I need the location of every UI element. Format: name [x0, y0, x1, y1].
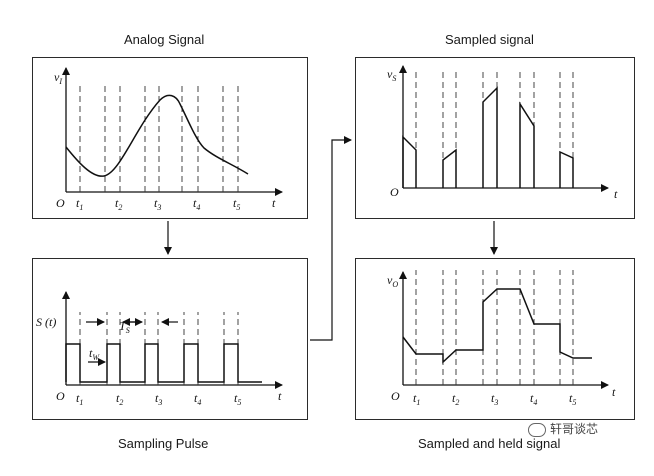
pulse-tick-labels: t1 t2 t3 t4 t5 — [76, 391, 241, 407]
svg-text:t1: t1 — [76, 196, 83, 212]
arrow-pulse-to-sampled — [310, 136, 352, 341]
svg-text:t1: t1 — [413, 391, 420, 407]
svg-text:t2: t2 — [452, 391, 459, 407]
svg-text:t5: t5 — [569, 391, 576, 407]
held-axes — [399, 271, 609, 389]
pulse-x-label: t — [278, 389, 282, 403]
width-label: tW — [89, 346, 100, 362]
wechat-icon — [528, 422, 546, 437]
held-origin: O — [391, 389, 400, 403]
svg-text:t5: t5 — [233, 196, 240, 212]
title-analog-signal: Analog Signal — [124, 32, 205, 47]
panel-sampling-pulse — [32, 258, 308, 420]
svg-text:t3: t3 — [155, 391, 162, 407]
watermark-text: 轩哥谈芯 — [550, 422, 599, 436]
held-tick-labels: t1 t2 t3 t4 t5 — [413, 391, 576, 407]
sampled-sample-lines — [415, 68, 574, 188]
analog-origin: O — [56, 196, 65, 210]
sampled-axes — [399, 65, 609, 192]
held-x-label: t — [612, 385, 616, 399]
pulse-sample-lines — [79, 312, 239, 385]
pulse-train — [65, 343, 262, 383]
sampled-origin: O — [390, 185, 399, 199]
svg-text:t3: t3 — [491, 391, 498, 407]
svg-text:t4: t4 — [194, 391, 201, 407]
svg-text:t4: t4 — [193, 196, 200, 212]
sampled-y-label: vS — [387, 67, 396, 83]
sampled-pulses — [402, 86, 574, 188]
panel-sampled-held-signal — [355, 258, 635, 420]
svg-text:t4: t4 — [530, 391, 537, 407]
pulse-axes — [62, 291, 283, 389]
analog-x-label: t — [272, 196, 276, 210]
title-sampled-signal: Sampled signal — [445, 32, 534, 47]
analog-y-label: vI — [54, 70, 62, 86]
held-waveform — [402, 288, 592, 364]
watermark: 轩哥谈芯 — [528, 420, 598, 437]
svg-text:t2: t2 — [116, 391, 123, 407]
svg-text:t3: t3 — [154, 196, 161, 212]
title-sampling-pulse: Sampling Pulse — [118, 436, 209, 451]
svg-text:t1: t1 — [76, 391, 83, 407]
period-label: TS — [119, 319, 130, 335]
held-sample-lines — [415, 270, 574, 385]
pulse-origin: O — [56, 389, 65, 403]
pulse-y-label: S (t) — [36, 315, 56, 329]
svg-text:t2: t2 — [115, 196, 122, 212]
analog-axes — [62, 67, 283, 196]
title-sampled-held-signal: Sampled and held signal — [418, 436, 561, 451]
held-y-label: vO — [387, 273, 398, 289]
analog-tick-labels: t1 t2 t3 t4 t5 — [76, 196, 240, 212]
analog-waveform — [65, 94, 249, 177]
svg-text:t5: t5 — [234, 391, 241, 407]
panel-sampled-signal — [355, 57, 635, 219]
sampled-x-label: t — [614, 187, 618, 201]
